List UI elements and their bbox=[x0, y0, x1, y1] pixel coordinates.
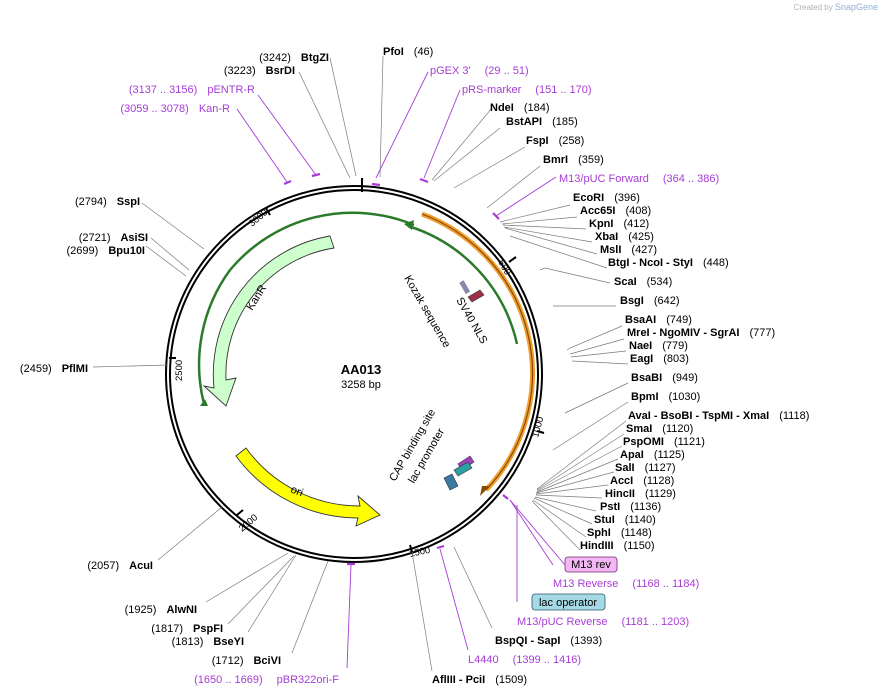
lac-operator-label: lac operator bbox=[539, 597, 597, 609]
enzyme-site[interactable]: BtgI - NcoI - StyI(448) bbox=[608, 257, 729, 269]
lac-operator-mark[interactable] bbox=[443, 473, 459, 491]
enzyme-site[interactable]: (2699)Bpu10I bbox=[67, 245, 145, 257]
kozak-feature[interactable] bbox=[459, 280, 471, 295]
m13-rev-leader bbox=[509, 499, 566, 566]
enzyme-site[interactable]: SalI(1127) bbox=[615, 462, 676, 474]
kanr-orf-arrowhead bbox=[200, 399, 208, 406]
enzyme-site[interactable]: PfoI(46) bbox=[383, 46, 433, 58]
ruler-ticks bbox=[169, 207, 545, 553]
primer-site[interactable]: pGEX 3'(29 .. 51) bbox=[430, 65, 529, 77]
enzyme-labels-right: PfoI(46) NdeI(184) BstAPI(185) FspI(258)… bbox=[383, 46, 809, 686]
kanr-feature[interactable] bbox=[202, 235, 335, 407]
kanr-orf-line bbox=[197, 269, 232, 405]
enzyme-site[interactable]: BmrI(359) bbox=[543, 154, 604, 166]
enzyme-site[interactable]: BsaAI(749) bbox=[625, 314, 692, 326]
lac-operator-box[interactable] bbox=[531, 593, 606, 611]
kozak-label: Kozak sequence bbox=[401, 274, 452, 350]
enzyme-site[interactable]: FspI(258) bbox=[526, 135, 584, 147]
snapgene-logo-text: SnapGene bbox=[834, 2, 878, 12]
enzyme-site[interactable]: MslI(427) bbox=[600, 244, 657, 256]
orf-orange-edge bbox=[421, 213, 534, 491]
enzyme-site[interactable]: NdeI(184) bbox=[490, 102, 550, 114]
orf-orange[interactable] bbox=[421, 211, 535, 492]
primer-site[interactable]: M13 Reverse(1168 .. 1184) bbox=[553, 578, 699, 590]
enzyme-site[interactable]: BsgI(642) bbox=[620, 295, 680, 307]
primer-site[interactable]: (1650 .. 1669)pBR322ori-F bbox=[194, 674, 339, 686]
enzyme-site[interactable]: HindIII(1150) bbox=[580, 540, 655, 552]
enzyme-site[interactable]: (3223)BsrDI bbox=[224, 65, 295, 77]
plasmid-name: AA013 bbox=[341, 362, 381, 377]
enzyme-site[interactable]: XbaI(425) bbox=[595, 231, 654, 243]
kanr-orf-top bbox=[229, 211, 415, 271]
watermark-prefix: Created by bbox=[793, 3, 833, 12]
enzyme-site[interactable]: (1817)PspFI bbox=[151, 623, 223, 635]
enzyme-site[interactable]: BspQI - SapI(1393) bbox=[495, 635, 602, 647]
primer-leader-lines bbox=[236, 71, 557, 669]
m13-rev-label: M13 rev bbox=[571, 559, 611, 571]
enzyme-site[interactable]: (3242)BtgZI bbox=[259, 52, 329, 64]
plasmid-size: 3258 bp bbox=[341, 379, 381, 391]
enzyme-site[interactable]: Acc65I(408) bbox=[580, 205, 651, 217]
ori-label: ori bbox=[289, 484, 305, 500]
enzyme-site[interactable]: MreI - NgoMIV - SgrAI(777) bbox=[627, 327, 775, 339]
enzyme-site[interactable]: (2057)AcuI bbox=[87, 560, 153, 572]
primer-ring-marks bbox=[283, 172, 509, 566]
lac-promoter-feature[interactable] bbox=[453, 461, 473, 477]
tick-1000: 1000 bbox=[530, 416, 546, 439]
enzyme-site[interactable]: BsaBI(949) bbox=[631, 372, 698, 384]
primer-site[interactable]: M13/pUC Reverse(1181 .. 1203) bbox=[517, 616, 689, 628]
primer-site[interactable]: L4440(1399 .. 1416) bbox=[468, 654, 581, 666]
enzyme-site[interactable]: AflIII - PciI(1509) bbox=[432, 674, 527, 686]
enzyme-site[interactable]: BpmI(1030) bbox=[631, 391, 700, 403]
enzyme-site[interactable]: (2794)SspI bbox=[75, 196, 140, 208]
enzyme-site[interactable]: PstI(1136) bbox=[600, 501, 661, 513]
orf-green-arrowhead bbox=[404, 220, 414, 230]
primer-labels: pGEX 3'(29 .. 51) pRS-marker(151 .. 170)… bbox=[120, 65, 719, 686]
enzyme-site[interactable]: StuI(1140) bbox=[594, 514, 656, 526]
enzyme-site[interactable]: AccI(1128) bbox=[610, 475, 674, 487]
primer-site[interactable]: (3059 .. 3078)Kan-R bbox=[120, 103, 230, 115]
primer-site[interactable]: M13/pUC Forward(364 .. 386) bbox=[559, 173, 719, 185]
enzyme-site[interactable]: (1925)AlwNI bbox=[125, 604, 197, 616]
enzyme-site[interactable]: KpnI(412) bbox=[589, 218, 649, 230]
backbone-inner bbox=[169, 189, 539, 559]
enzyme-site[interactable]: ScaI(534) bbox=[614, 276, 672, 288]
primer-site[interactable]: pRS-marker(151 .. 170) bbox=[462, 84, 592, 96]
enzyme-site[interactable]: EagI(803) bbox=[630, 353, 689, 365]
orf-green[interactable] bbox=[407, 224, 519, 345]
snapgene-watermark: Created by SnapGene bbox=[794, 2, 878, 12]
enzyme-site[interactable]: (2721)AsiSI bbox=[79, 232, 148, 244]
sv40-nls-feature[interactable] bbox=[467, 289, 485, 303]
orf-orange-arrowhead bbox=[480, 486, 490, 496]
enzyme-site[interactable]: EcoRI(396) bbox=[573, 192, 640, 204]
enzyme-site[interactable]: HincII(1129) bbox=[605, 488, 676, 500]
tick-1500: 1500 bbox=[408, 545, 431, 560]
enzyme-site[interactable]: (1813)BseYI bbox=[172, 636, 244, 648]
enzyme-site[interactable]: NaeI(779) bbox=[629, 340, 688, 352]
backbone-outer bbox=[165, 185, 543, 563]
enzyme-site[interactable]: PspOMI(1121) bbox=[623, 436, 705, 448]
enzyme-site[interactable]: SmaI(1120) bbox=[626, 423, 693, 435]
enzyme-leader-lines bbox=[92, 55, 629, 672]
primer-site[interactable]: (3137 .. 3156)pENTR-R bbox=[129, 84, 255, 96]
sv40-label: SV40 NLS bbox=[453, 296, 489, 346]
tick-2500: 2500 bbox=[174, 360, 185, 381]
enzyme-site[interactable]: AvaI - BsoBI - TspMI - XmaI(1118) bbox=[628, 410, 809, 422]
ori-feature[interactable] bbox=[235, 447, 381, 527]
enzyme-site[interactable]: BstAPI(185) bbox=[506, 116, 578, 128]
enzyme-site[interactable]: ApaI(1125) bbox=[620, 449, 685, 461]
enzyme-site[interactable]: SphI(1148) bbox=[587, 527, 652, 539]
enzyme-site[interactable]: (2459)PflMI bbox=[20, 363, 88, 375]
enzyme-labels-left: (1712)BciVI (1813)BseYI (1817)PspFI (192… bbox=[20, 52, 329, 667]
enzyme-site[interactable]: (1712)BciVI bbox=[212, 655, 281, 667]
